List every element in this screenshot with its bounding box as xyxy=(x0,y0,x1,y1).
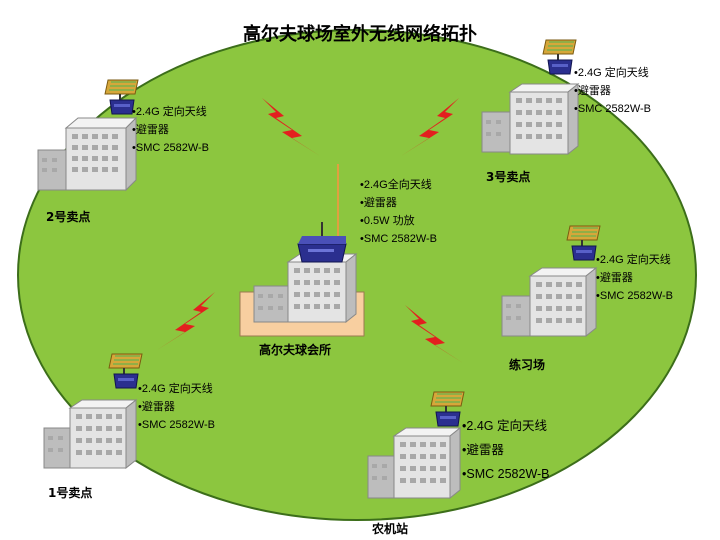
spec-item: 避雷器 xyxy=(360,194,437,212)
practice-label: 练习场 xyxy=(509,358,546,372)
store3-building xyxy=(481,82,580,156)
store3-label: 3号卖点 xyxy=(486,170,531,184)
spec-item: 0.5W 功放 xyxy=(360,212,437,230)
practice-building xyxy=(501,266,598,338)
spec-item: 避雷器 xyxy=(574,82,651,100)
store2-spec-list: 2.4G 定向天线 避雷器 SMC 2582W-B xyxy=(132,103,209,157)
store1-building xyxy=(43,398,138,470)
farm-spec-list: 2.4G 定向天线 避雷器 SMC 2582W-B xyxy=(462,414,550,486)
store3-spec-list: 2.4G 定向天线 避雷器 SMC 2582W-B xyxy=(574,64,651,118)
spec-item: 2.4G 定向天线 xyxy=(138,380,215,398)
clubhouse-omni-antenna-router-icon xyxy=(297,164,347,263)
spec-item: SMC 2582W-B xyxy=(574,100,651,118)
clubhouse-spec-list: 2.4G全向天线 避雷器 0.5W 功放 SMC 2582W-B xyxy=(360,176,437,248)
store1-label: 1号卖点 xyxy=(48,486,93,500)
farm-building xyxy=(367,426,462,500)
spec-item: 2.4G 定向天线 xyxy=(574,64,651,82)
spec-item: 避雷器 xyxy=(132,121,209,139)
spec-item: 2.4G 定向天线 xyxy=(132,103,209,121)
spec-item: 避雷器 xyxy=(462,438,550,462)
spec-item: SMC 2582W-B xyxy=(462,462,549,486)
spec-item: 2.4G 定向天线 xyxy=(462,414,550,438)
clubhouse-label: 高尔夫球会所 xyxy=(259,343,332,357)
spec-item: SMC 2582W-B xyxy=(360,230,437,248)
spec-item: 2.4G全向天线 xyxy=(360,176,437,194)
spec-item: 2.4G 定向天线 xyxy=(596,251,673,269)
store2-building xyxy=(37,116,138,192)
spec-item: SMC 2582W-B xyxy=(132,139,209,157)
farm-label: 农机站 xyxy=(372,522,409,536)
spec-item: 避雷器 xyxy=(138,398,215,416)
spec-item: 避雷器 xyxy=(596,269,673,287)
store1-spec-list: 2.4G 定向天线 避雷器 SMC 2582W-B xyxy=(138,380,215,434)
store2-label: 2号卖点 xyxy=(46,210,91,224)
practice-spec-list: 2.4G 定向天线 避雷器 SMC 2582W-B xyxy=(596,251,673,305)
spec-item: SMC 2582W-B xyxy=(596,287,673,305)
spec-item: SMC 2582W-B xyxy=(138,416,215,434)
diagram-title: 高尔夫球场室外无线网络拓扑 xyxy=(243,24,477,45)
